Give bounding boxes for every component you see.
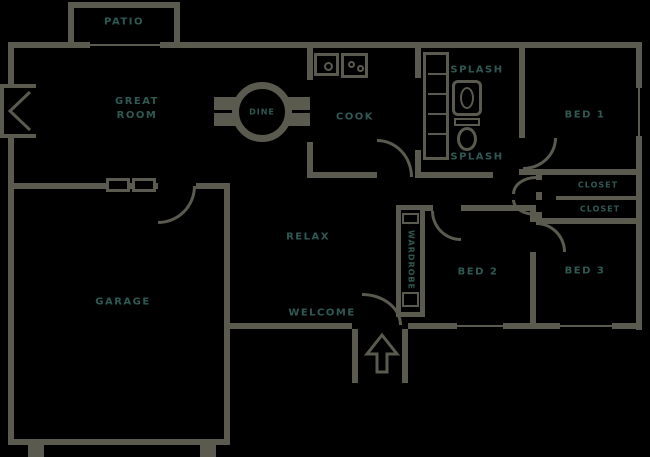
room-label-relax: RELAX <box>286 231 330 243</box>
garage-door-post <box>200 445 216 457</box>
room-label-bed-3: BED 3 <box>564 265 606 277</box>
wall <box>636 136 642 330</box>
wall <box>636 42 642 88</box>
wall <box>224 183 230 445</box>
room-label-splash-lower: SPLASH <box>450 151 504 163</box>
wall <box>536 192 542 200</box>
wall <box>612 323 642 329</box>
wall <box>425 205 433 211</box>
room-label-wardrobe: WARDROBE <box>406 230 416 290</box>
room-label-bed-2: BED 2 <box>457 266 499 278</box>
wall <box>408 323 457 329</box>
wall <box>8 439 230 445</box>
wall <box>461 205 536 211</box>
door-swing-icon <box>523 138 557 170</box>
window <box>106 178 130 192</box>
dining-table-icon <box>232 82 292 142</box>
wardrobe-shelf-icon <box>402 292 419 307</box>
toilet-icon <box>457 127 477 151</box>
dining-chair-icon <box>286 97 310 110</box>
wall <box>519 169 642 175</box>
room-label-great-room: GREAT ROOM <box>115 95 159 123</box>
wall <box>530 205 536 222</box>
window <box>638 88 640 136</box>
wall <box>230 323 352 329</box>
room-label-welcome: WELCOME <box>288 307 356 319</box>
room-label-dine: DINE <box>249 107 275 117</box>
wall <box>420 205 425 317</box>
wall <box>556 196 642 200</box>
sink-counter-icon <box>314 53 339 76</box>
great-room-line1: GREAT <box>114 96 160 107</box>
wall <box>307 172 377 178</box>
room-label-garage: GARAGE <box>95 296 151 308</box>
wall <box>396 205 401 317</box>
door-swing-icon <box>536 222 566 252</box>
window <box>132 178 156 192</box>
toilet-tank-icon <box>454 118 480 126</box>
wall <box>8 42 14 86</box>
window <box>90 44 160 46</box>
window <box>560 325 612 327</box>
fireplace-icon <box>0 84 36 138</box>
wall <box>8 42 90 48</box>
door-swing-icon <box>377 139 413 177</box>
wall <box>174 2 180 48</box>
wall <box>160 42 642 48</box>
door-swing-icon <box>158 186 196 224</box>
wall <box>352 329 358 383</box>
wall <box>8 136 14 445</box>
great-room-line2: ROOM <box>116 110 158 121</box>
wall <box>396 205 425 210</box>
room-label-closet-upper: CLOSET <box>577 180 619 190</box>
door-swing-icon <box>512 176 536 194</box>
wardrobe-shelf-icon <box>402 213 419 224</box>
wall <box>415 48 421 78</box>
wall <box>530 252 536 329</box>
wall <box>196 183 230 189</box>
room-label-patio: PATIO <box>104 16 144 28</box>
bath-sink-icon <box>452 80 482 116</box>
dining-chair-icon <box>286 113 310 126</box>
wall <box>68 2 74 48</box>
wall <box>536 218 642 224</box>
garage-door-post <box>28 445 44 457</box>
linen-closet-icon <box>423 52 449 160</box>
room-label-closet-lower: CLOSET <box>579 204 621 214</box>
wall <box>519 48 525 138</box>
stove-icon <box>341 53 368 78</box>
wall <box>396 312 425 317</box>
wall <box>536 172 542 180</box>
wall <box>8 183 158 189</box>
wall <box>415 172 493 178</box>
room-label-bed-1: BED 1 <box>564 109 606 121</box>
wall <box>402 329 408 383</box>
wall <box>68 2 180 8</box>
entry-arrow-icon <box>363 332 401 380</box>
window <box>457 325 503 327</box>
wall <box>307 48 313 80</box>
wall <box>415 150 421 178</box>
room-label-cook: COOK <box>335 111 375 123</box>
door-swing-icon <box>431 211 461 241</box>
wall <box>307 142 313 178</box>
room-label-splash-upper: SPLASH <box>450 64 504 76</box>
